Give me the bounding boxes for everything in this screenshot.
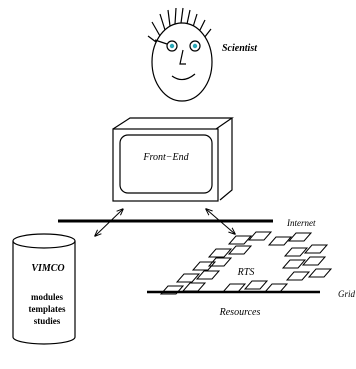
rts-tile	[191, 261, 217, 271]
scientist-label: Scientist	[222, 43, 258, 54]
monitor-icon	[112, 117, 234, 202]
database-cylinder-icon	[12, 233, 76, 345]
vimco-item-studies: studies	[34, 316, 61, 326]
rts-tile	[227, 245, 253, 255]
resources-label: Resources	[219, 307, 261, 318]
rts-tile	[207, 257, 233, 267]
vimco-item-templates: templates	[29, 304, 66, 314]
vimco-item-modules: modules	[31, 292, 64, 302]
rts-tile	[175, 273, 201, 283]
rts-tile	[287, 232, 313, 242]
scientist-face-icon	[147, 7, 213, 102]
grid-label: Grid	[338, 289, 356, 299]
rts-tile	[181, 282, 207, 292]
rts-tile	[243, 280, 269, 290]
arrow-frontend-vimco	[95, 209, 123, 236]
rts-tile	[195, 270, 221, 280]
grid-tiles-icon	[159, 231, 333, 295]
vimco-label: VIMCO	[31, 263, 64, 274]
rts-tile	[207, 248, 233, 258]
rts-tile	[301, 256, 327, 266]
rts-tile	[281, 259, 307, 269]
rts-label: RTS	[237, 267, 255, 278]
arrow-frontend-rts	[206, 209, 235, 234]
rts-tile	[247, 231, 273, 241]
rts-tile	[283, 247, 309, 257]
rts-tile	[227, 235, 253, 245]
internet-label: Internet	[286, 218, 316, 228]
front-end-label: Front−End	[142, 152, 189, 163]
rts-tile	[285, 271, 311, 281]
rts-tile	[307, 268, 333, 278]
rts-tile	[303, 244, 329, 254]
rts-tile	[267, 236, 293, 246]
